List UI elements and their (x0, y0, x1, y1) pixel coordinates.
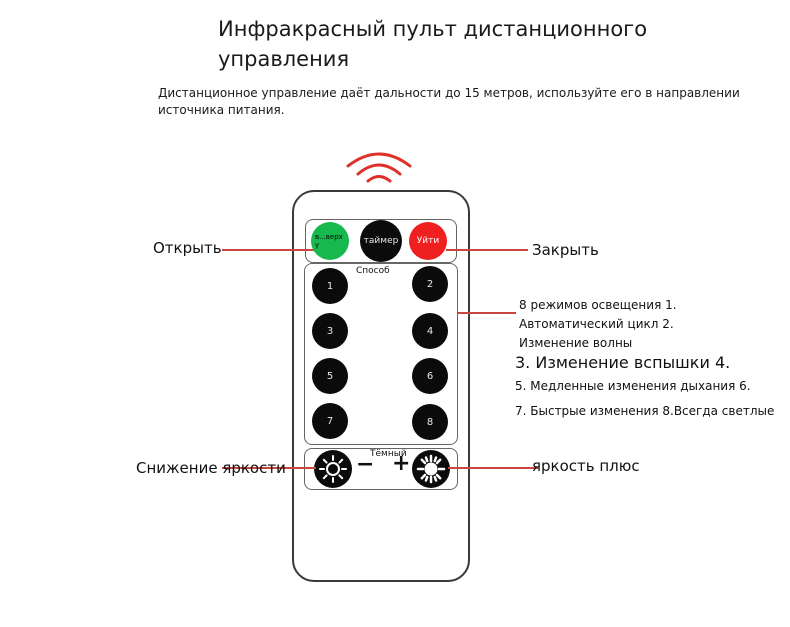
sun-outline-icon (319, 455, 347, 483)
dim-label: Снижение яркости (136, 459, 286, 477)
modes-line-5: 5. Медленные изменения дыхания 6. (515, 379, 751, 393)
mode-button-7-label: 7 (326, 415, 334, 427)
sun-filled-icon (416, 454, 446, 484)
dark-label: Тёмный (370, 449, 407, 459)
modes-line-3: Изменение волны (519, 336, 633, 350)
mode-button-1-label: 1 (326, 280, 334, 292)
mode-button-5[interactable]: 5 (312, 358, 348, 394)
mode-button-4[interactable]: 4 (412, 313, 448, 349)
dim-callout-line (222, 467, 316, 469)
timer-button[interactable]: таймер (360, 220, 402, 262)
dim-button[interactable] (314, 450, 352, 488)
off-button-label: Уйти (416, 236, 440, 246)
mode-button-6-label: 6 (426, 370, 434, 382)
mode-button-2[interactable]: 2 (412, 266, 448, 302)
mode-button-6[interactable]: 6 (412, 358, 448, 394)
open-callout-line (222, 249, 314, 251)
mode-button-3[interactable]: 3 (312, 313, 348, 349)
page-description: Дистанционное управление даёт дальности … (158, 86, 740, 117)
mode-button-8[interactable]: 8 (412, 404, 448, 440)
minus-sign: − (356, 452, 375, 477)
off-button[interactable]: Уйти (409, 222, 447, 260)
modes-line-1: 8 режимов освещения 1. (519, 298, 677, 312)
page-title: Инфракрасный пульт дистанционного управл… (218, 17, 648, 71)
modes-line-6: 7. Быстрые изменения 8.Всегда светлые (515, 404, 775, 418)
mode-button-2-label: 2 (426, 278, 434, 290)
power-button-group (305, 219, 457, 263)
mode-button-4-label: 4 (426, 325, 434, 337)
mode-button-5-label: 5 (326, 370, 334, 382)
on-button[interactable]: в...верх у (311, 222, 349, 260)
brightness-button-group (304, 448, 458, 490)
plus-sign: + (392, 451, 411, 476)
modes-callout-line (458, 312, 516, 314)
close-label: Закрыть (532, 241, 599, 259)
on-button-label: в...верх у (315, 233, 343, 249)
open-label: Открыть (153, 239, 222, 257)
timer-button-label: таймер (363, 236, 399, 246)
mode-label: Способ (356, 266, 390, 276)
bright-button[interactable] (412, 450, 450, 488)
mode-button-8-label: 8 (426, 416, 434, 428)
mode-button-group (304, 263, 458, 445)
close-callout-line (446, 249, 528, 251)
mode-button-1[interactable]: 1 (312, 268, 348, 304)
mode-button-3-label: 3 (326, 325, 334, 337)
bright-callout-line (448, 467, 538, 469)
signal-icon (346, 152, 412, 183)
mode-button-7[interactable]: 7 (312, 403, 348, 439)
modes-line-2: Автоматический цикл 2. (519, 317, 674, 331)
modes-line-4: 3. Изменение вспышки 4. (515, 353, 731, 372)
bright-label: яркость плюс (532, 457, 640, 475)
